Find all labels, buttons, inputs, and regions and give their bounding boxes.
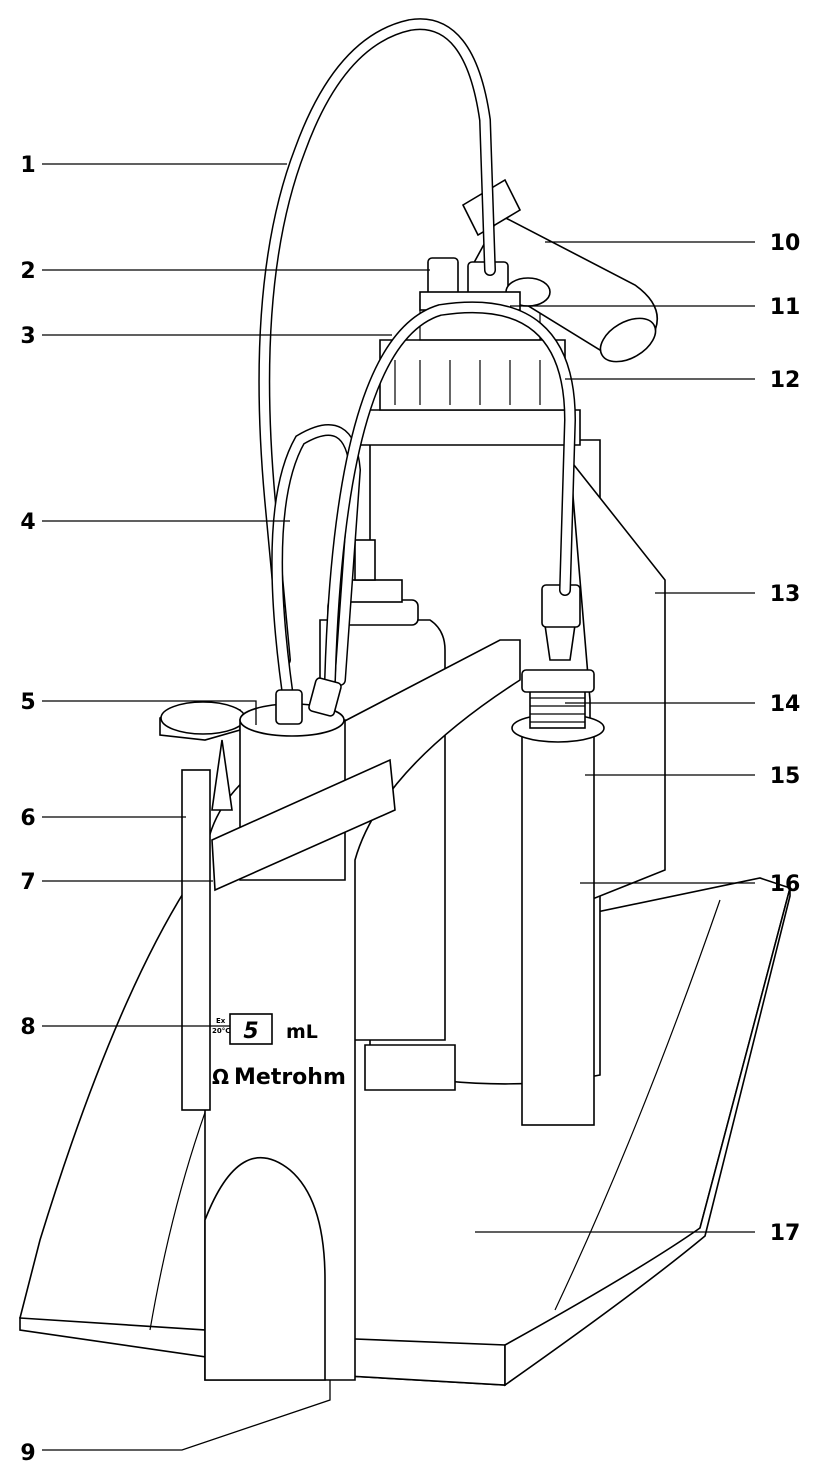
leader-lines (42, 163, 755, 1451)
tubing-12 (324, 301, 577, 686)
callout-2: 2 (20, 259, 35, 284)
volume-label: 5 mL Ex 20°C (212, 1013, 318, 1045)
callout-3: 3 (20, 324, 35, 349)
calibration-line-1: Ex (216, 1017, 226, 1025)
callout-numbers: 1 2 3 4 5 6 7 8 9 10 11 12 13 14 15 16 1… (20, 153, 800, 1466)
callout-13: 13 (770, 582, 801, 607)
calibration-line-2: 20°C (212, 1027, 230, 1035)
brand-name: Metrohm (234, 1065, 346, 1090)
callout-12: 12 (770, 368, 801, 393)
callout-6: 6 (20, 806, 35, 831)
callout-10: 10 (770, 231, 801, 256)
callout-1: 1 (20, 153, 35, 178)
callout-15: 15 (770, 764, 801, 789)
tubing-1 (258, 18, 496, 666)
volume-unit: mL (286, 1021, 318, 1043)
callout-7: 7 (20, 870, 35, 895)
dosing-unit-front (159, 639, 521, 1381)
brand-logo: Ω Metrohm (212, 1065, 346, 1090)
callout-16: 16 (770, 872, 801, 897)
brand-logo-glyph: Ω (212, 1065, 229, 1089)
callout-4: 4 (20, 510, 35, 535)
callout-9: 9 (20, 1441, 35, 1466)
holder-tube-right (511, 584, 605, 1126)
callout-17: 17 (770, 1221, 801, 1246)
callout-14: 14 (770, 692, 801, 717)
callout-11: 11 (770, 295, 801, 320)
callout-5: 5 (20, 690, 35, 715)
volume-value: 5 (243, 1019, 258, 1044)
tubing-4 (271, 424, 362, 716)
callout-8: 8 (20, 1015, 35, 1040)
tube-connectors (275, 677, 342, 725)
bottle-adapter (419, 257, 551, 311)
